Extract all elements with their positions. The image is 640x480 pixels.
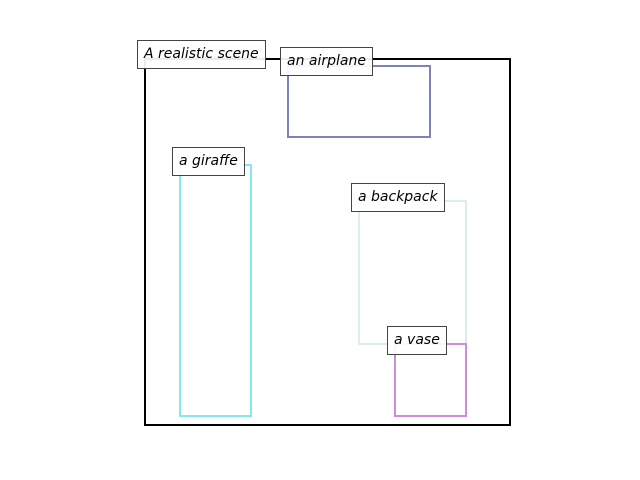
backpack-label: a backpack <box>351 183 445 212</box>
giraffe-label: a giraffe <box>172 147 245 176</box>
giraffe-box <box>179 164 252 417</box>
airplane-label: an airplane <box>280 47 373 76</box>
scene-label: A realistic scene <box>137 40 266 69</box>
backpack-box <box>358 200 467 345</box>
vase-label: a vase <box>387 326 447 355</box>
